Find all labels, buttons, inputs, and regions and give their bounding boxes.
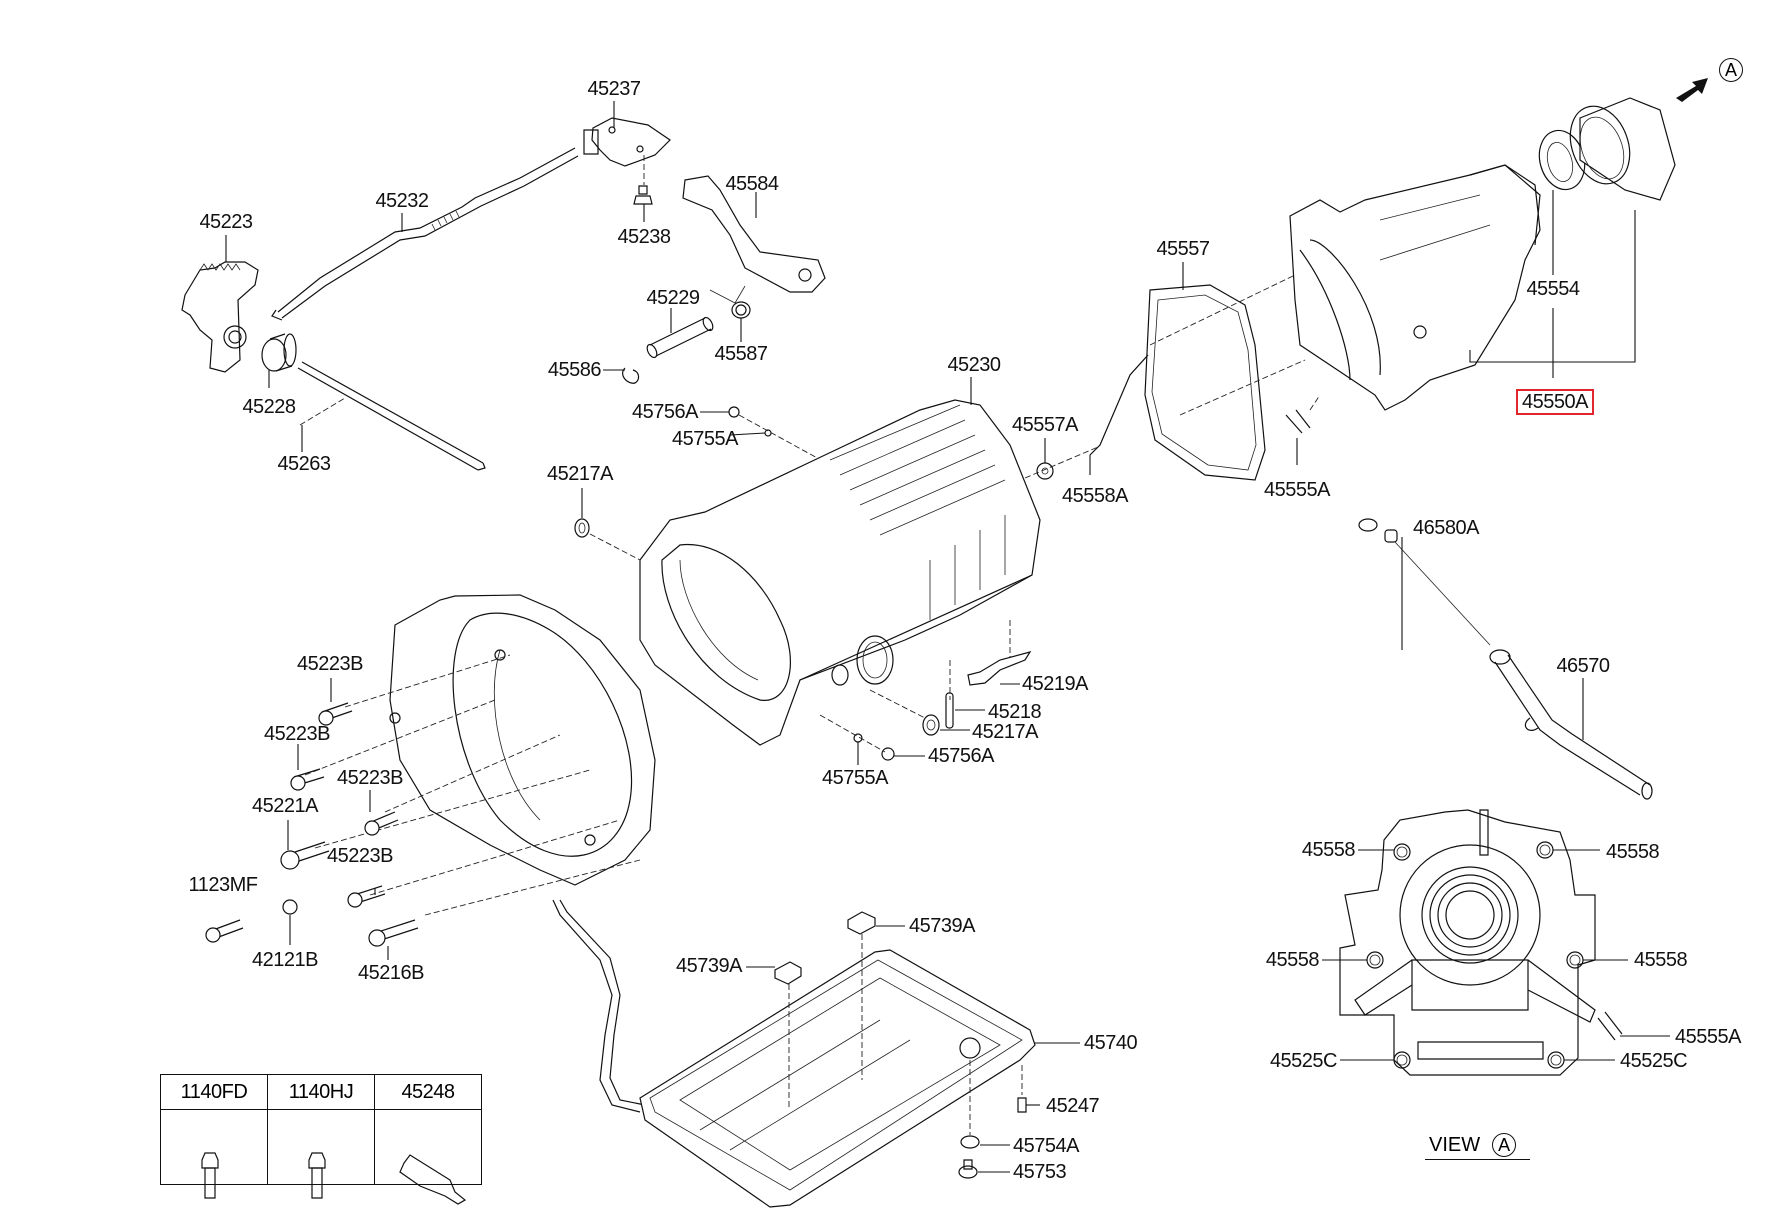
part-label-45223b-2[interactable]: 45223B bbox=[264, 723, 330, 745]
seal-top-part[interactable] bbox=[575, 519, 640, 560]
view-caption-text: VIEW bbox=[1429, 1134, 1481, 1156]
manual-shaft-part[interactable] bbox=[298, 362, 485, 470]
bolt-washer-top-part[interactable] bbox=[729, 407, 830, 465]
legend-cell-sealant bbox=[374, 1109, 482, 1185]
legend-cell-bolt bbox=[160, 1109, 268, 1185]
part-label-45223b-3[interactable]: 45223B bbox=[337, 767, 403, 789]
housing-bolts-part[interactable] bbox=[206, 655, 640, 946]
part-label-45754a[interactable]: 45754A bbox=[1013, 1135, 1079, 1157]
part-label-45558-mid-left[interactable]: 45558 bbox=[1265, 949, 1320, 971]
parking-lever-part[interactable] bbox=[683, 176, 825, 292]
part-label-45739a-right[interactable]: 45739A bbox=[909, 915, 975, 937]
part-label-45228[interactable]: 45228 bbox=[242, 396, 296, 418]
oil-pan-part[interactable] bbox=[640, 950, 1035, 1207]
part-label-45555a-top[interactable]: 45555A bbox=[1264, 479, 1330, 501]
part-label-45756a-bottom[interactable]: 45756A bbox=[928, 745, 994, 767]
part-label-45739a-left[interactable]: 45739A bbox=[676, 955, 742, 977]
part-label-45230[interactable]: 45230 bbox=[947, 354, 1001, 376]
part-label-45558-top-left[interactable]: 45558 bbox=[1301, 839, 1356, 861]
part-label-45232[interactable]: 45232 bbox=[375, 190, 429, 212]
pan-bolt-part[interactable] bbox=[1018, 1098, 1026, 1112]
spring-part[interactable] bbox=[710, 286, 750, 318]
part-label-45217a-top[interactable]: 45217A bbox=[547, 463, 613, 485]
shift-rod-part[interactable] bbox=[272, 148, 578, 320]
stud-part[interactable] bbox=[1286, 395, 1320, 433]
extension-housing-part[interactable] bbox=[1290, 165, 1540, 410]
part-label-45238[interactable]: 45238 bbox=[617, 226, 671, 248]
part-label-45223b-4[interactable]: 45223B bbox=[327, 845, 393, 867]
transmission-case-part[interactable] bbox=[640, 400, 1040, 745]
detent-lever-part[interactable] bbox=[182, 262, 258, 372]
drain-washer-part[interactable] bbox=[961, 1136, 979, 1148]
fastener-legend-table: 1140FD 1140HJ 45248 bbox=[160, 1074, 482, 1185]
part-label-45755a-bottom[interactable]: 45755A bbox=[822, 767, 888, 789]
drain-plug-part[interactable] bbox=[959, 1160, 977, 1178]
part-label-45587[interactable]: 45587 bbox=[714, 343, 768, 365]
cable-bracket-part[interactable] bbox=[584, 118, 670, 185]
filler-tube-part[interactable] bbox=[1490, 650, 1652, 799]
part-label-45555a-view[interactable]: 45555A bbox=[1675, 1026, 1741, 1048]
part-label-45755a-top[interactable]: 45755A bbox=[672, 428, 738, 450]
dust-cover-part[interactable] bbox=[1560, 98, 1675, 200]
part-label-45218[interactable]: 45218 bbox=[988, 701, 1042, 723]
magnet-part[interactable] bbox=[848, 912, 875, 1080]
part-label-42121b[interactable]: 42121B bbox=[252, 949, 318, 971]
seal-bottom-part[interactable] bbox=[870, 690, 939, 735]
part-label-45756a-top[interactable]: 45756A bbox=[632, 401, 698, 423]
part-label-45558a[interactable]: 45558A bbox=[1062, 485, 1128, 507]
view-a-rear-housing[interactable] bbox=[1340, 810, 1622, 1075]
dipstick-part[interactable] bbox=[1359, 519, 1490, 645]
legend-cell-bolt bbox=[267, 1109, 375, 1185]
bushing-part[interactable] bbox=[262, 334, 296, 371]
part-label-45217a-bottom[interactable]: 45217A bbox=[972, 721, 1038, 743]
rod-pin-part[interactable] bbox=[946, 693, 953, 728]
part-label-45740[interactable]: 45740 bbox=[1084, 1032, 1138, 1054]
pin-part[interactable] bbox=[645, 316, 715, 359]
part-label-45216b[interactable]: 45216B bbox=[358, 962, 424, 984]
part-label-45223b-1[interactable]: 45223B bbox=[297, 653, 363, 675]
part-label-45558-top-right[interactable]: 45558 bbox=[1606, 841, 1660, 863]
magnet-part[interactable] bbox=[775, 962, 801, 1110]
view-direction-arrow-icon bbox=[1676, 78, 1708, 102]
view-a-marker-icon: A bbox=[1719, 58, 1743, 82]
part-label-46570[interactable]: 46570 bbox=[1556, 655, 1610, 677]
part-label-46580a[interactable]: 46580A bbox=[1413, 517, 1479, 539]
part-label-45558-mid-right[interactable]: 45558 bbox=[1634, 949, 1688, 971]
part-label-45753[interactable]: 45753 bbox=[1013, 1161, 1067, 1183]
e-clip-part[interactable] bbox=[623, 368, 639, 383]
part-label-45219a[interactable]: 45219A bbox=[1022, 673, 1088, 695]
legend-header-45248[interactable]: 45248 bbox=[374, 1074, 482, 1110]
view-caption-marker-icon: A bbox=[1492, 1133, 1517, 1157]
part-label-45557[interactable]: 45557 bbox=[1156, 238, 1210, 260]
part-label-45550a-highlighted[interactable]: 45550A bbox=[1516, 389, 1594, 415]
part-label-45237[interactable]: 45237 bbox=[587, 78, 641, 100]
nut-45557a-part[interactable] bbox=[1037, 463, 1053, 479]
view-a-caption: VIEW A bbox=[1425, 1133, 1531, 1160]
part-label-45525c-left[interactable]: 45525C bbox=[1269, 1050, 1338, 1072]
part-label-45263[interactable]: 45263 bbox=[277, 453, 331, 475]
gasket-part[interactable] bbox=[1090, 285, 1265, 480]
legend-header-1140hj[interactable]: 1140HJ bbox=[267, 1074, 375, 1110]
part-label-45229[interactable]: 45229 bbox=[646, 287, 700, 309]
part-label-45584[interactable]: 45584 bbox=[725, 173, 779, 195]
part-label-45221a[interactable]: 45221A bbox=[252, 795, 318, 817]
part-label-45247[interactable]: 45247 bbox=[1046, 1095, 1100, 1117]
part-label-45554[interactable]: 45554 bbox=[1526, 278, 1580, 300]
part-label-45557a[interactable]: 45557A bbox=[1012, 414, 1078, 436]
part-label-45223[interactable]: 45223 bbox=[199, 211, 253, 233]
bolt-washer-bottom-part[interactable] bbox=[820, 715, 894, 760]
clip-part[interactable] bbox=[968, 652, 1030, 685]
legend-header-1140fd[interactable]: 1140FD bbox=[160, 1074, 268, 1110]
part-label-45586[interactable]: 45586 bbox=[547, 359, 602, 381]
converter-housing-part[interactable] bbox=[390, 595, 655, 885]
nut-part[interactable] bbox=[634, 186, 652, 204]
part-label-1123mf[interactable]: 1123MF bbox=[188, 874, 258, 896]
part-label-45525c-right[interactable]: 45525C bbox=[1620, 1050, 1688, 1072]
